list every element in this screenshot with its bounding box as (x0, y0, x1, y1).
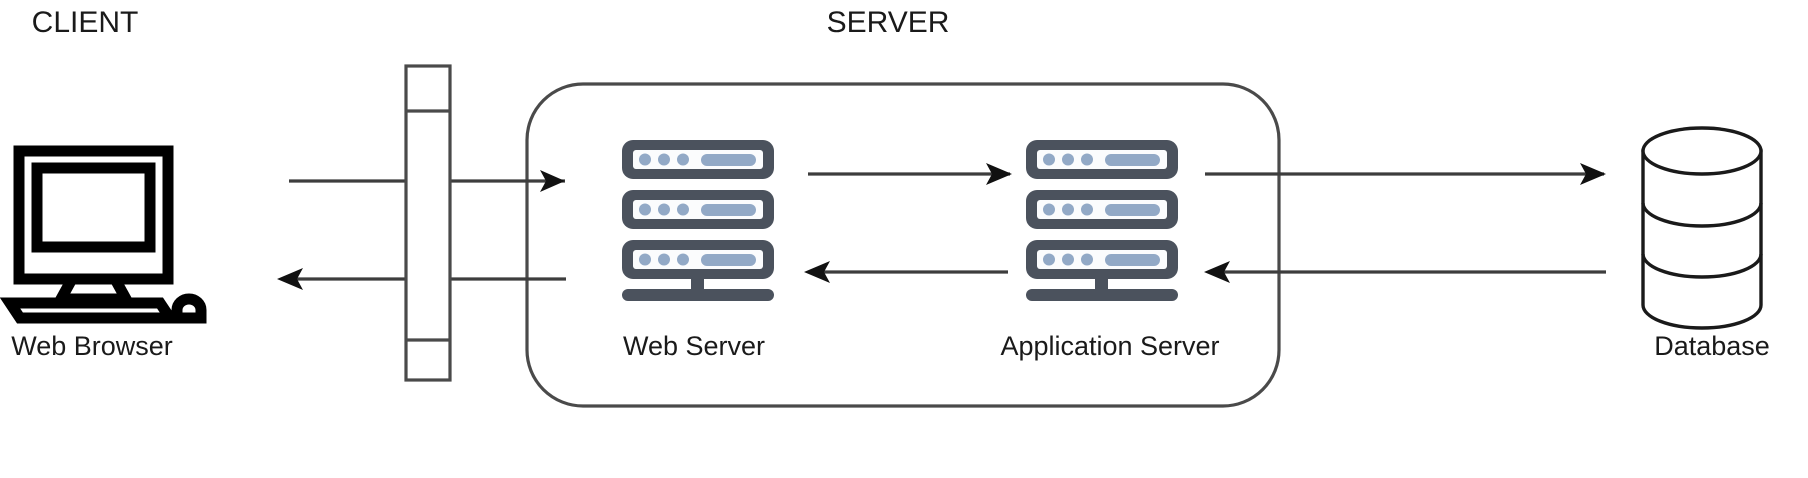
firewall-icon (404, 64, 452, 382)
desktop-computer-icon (0, 145, 207, 324)
database-cylinder-icon (1641, 126, 1763, 330)
server-rack-unit (1026, 190, 1178, 229)
flow-response-database-to-app-server (1204, 261, 1606, 283)
server-rack-icon-web-server (622, 140, 774, 301)
flow-request-web-server-to-app-server (808, 163, 1012, 185)
server-zone-boundary (525, 82, 1281, 408)
server-rack-unit (1026, 240, 1178, 279)
server-rack-unit (622, 190, 774, 229)
flow-request-app-server-to-database (1205, 163, 1606, 185)
zone-title-client: CLIENT (32, 6, 139, 39)
server-rack-unit (1026, 140, 1178, 179)
node-label-web-server: Web Server (623, 331, 765, 361)
server-rack-icon-application-server (1026, 140, 1178, 301)
node-label-application-server: Application Server (1000, 331, 1219, 361)
server-rack-unit (622, 240, 774, 279)
node-label-database: Database (1654, 331, 1770, 361)
node-label-web-browser: Web Browser (11, 331, 173, 361)
server-rack-unit (622, 140, 774, 179)
zone-title-server: SERVER (827, 6, 950, 39)
flow-response-app-server-to-web-server (804, 261, 1008, 283)
